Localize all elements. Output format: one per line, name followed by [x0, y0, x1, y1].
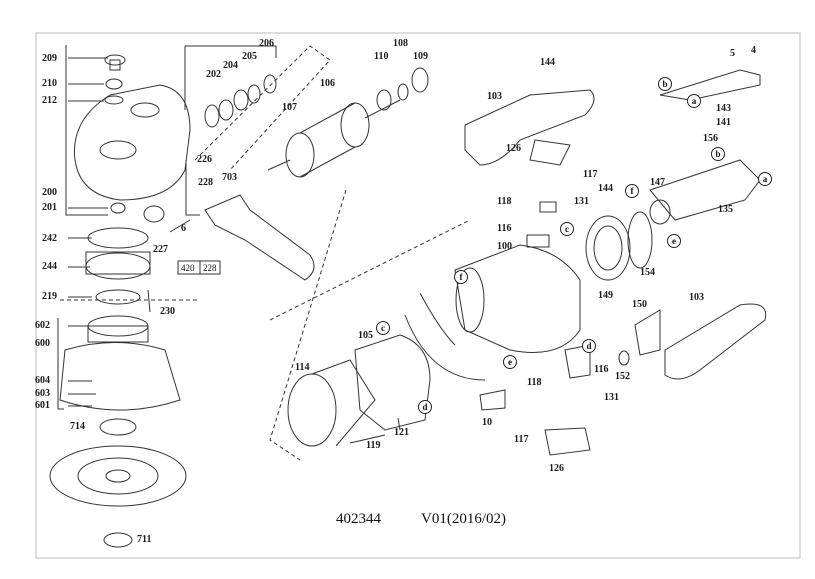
- part-label-116b: 116: [594, 364, 609, 375]
- callout-a: a: [758, 172, 772, 186]
- callout-f: f: [625, 184, 639, 198]
- document-version: V01(2016/02): [421, 511, 506, 527]
- part-label-117b: 117: [514, 434, 529, 445]
- part-label-135: 135: [718, 204, 733, 215]
- callout-a: a: [687, 94, 701, 108]
- part-label-126: 126: [506, 143, 521, 154]
- callout-d: d: [418, 400, 432, 414]
- part-label-108: 108: [393, 38, 408, 49]
- part-label-119: 119: [366, 440, 381, 451]
- part-label-205: 205: [242, 51, 257, 62]
- part-label-6: 6: [181, 223, 186, 234]
- part-label-150: 150: [632, 299, 647, 310]
- callout-b: b: [711, 147, 725, 161]
- part-label-703: 703: [222, 172, 237, 183]
- part-label-206: 206: [259, 38, 274, 49]
- part-label-149: 149: [598, 290, 613, 301]
- part-label-147: 147: [650, 177, 665, 188]
- callout-b: b: [658, 77, 672, 91]
- part-label-103b: 103: [689, 292, 704, 303]
- callout-d: d: [582, 339, 596, 353]
- part-label-116: 116: [497, 223, 512, 234]
- part-label-109: 109: [413, 51, 428, 62]
- part-label-144b: 144: [598, 183, 613, 194]
- part-label-144: 144: [540, 57, 555, 68]
- ref-box-420: 420: [181, 263, 195, 273]
- part-label-117: 117: [583, 169, 598, 180]
- part-label-131b: 131: [604, 392, 619, 403]
- part-label-227: 227: [153, 244, 168, 255]
- document-number: 402344: [336, 511, 381, 527]
- part-label-212: 212: [42, 95, 57, 106]
- part-label-118: 118: [497, 196, 512, 207]
- part-label-201: 201: [42, 202, 57, 213]
- part-label-154: 154: [640, 267, 655, 278]
- callout-c: c: [560, 222, 574, 236]
- part-label-600: 600: [35, 338, 50, 349]
- part-label-601: 601: [35, 400, 50, 411]
- part-label-107: 107: [282, 102, 297, 113]
- part-label-209: 209: [42, 53, 57, 64]
- part-label-10: 10: [482, 417, 492, 428]
- part-label-602: 602: [35, 320, 50, 331]
- part-label-711: 711: [137, 534, 152, 545]
- part-label-126b: 126: [549, 463, 564, 474]
- part-label-156: 156: [703, 133, 718, 144]
- callout-e: e: [503, 355, 517, 369]
- part-label-714: 714: [70, 421, 85, 432]
- part-label-100: 100: [497, 241, 512, 252]
- callout-f: f: [454, 270, 468, 284]
- part-label-200: 200: [42, 187, 57, 198]
- part-label-143: 143: [716, 103, 731, 114]
- part-label-121: 121: [394, 427, 409, 438]
- part-label-604: 604: [35, 375, 50, 386]
- part-label-242: 242: [42, 233, 57, 244]
- part-label-141: 141: [716, 117, 731, 128]
- part-label-110: 110: [374, 51, 389, 62]
- part-label-105: 105: [358, 330, 373, 341]
- part-label-228: 228: [198, 177, 213, 188]
- part-label-103: 103: [487, 91, 502, 102]
- part-label-118b: 118: [527, 377, 542, 388]
- part-label-230: 230: [160, 306, 175, 317]
- part-label-603: 603: [35, 388, 50, 399]
- part-label-131: 131: [574, 196, 589, 207]
- part-label-210: 210: [42, 78, 57, 89]
- part-label-106: 106: [320, 78, 335, 89]
- part-label-219: 219: [42, 291, 57, 302]
- part-label-226: 226: [197, 154, 212, 165]
- part-label-5: 5: [730, 48, 735, 59]
- part-label-204: 204: [223, 60, 238, 71]
- part-label-244: 244: [42, 261, 57, 272]
- callout-e: e: [667, 234, 681, 248]
- part-label-202: 202: [206, 69, 221, 80]
- part-label-4: 4: [751, 45, 756, 56]
- callout-c: c: [376, 321, 390, 335]
- part-label-114: 114: [295, 362, 310, 373]
- part-label-152: 152: [615, 371, 630, 382]
- ref-box-228: 228: [203, 263, 217, 273]
